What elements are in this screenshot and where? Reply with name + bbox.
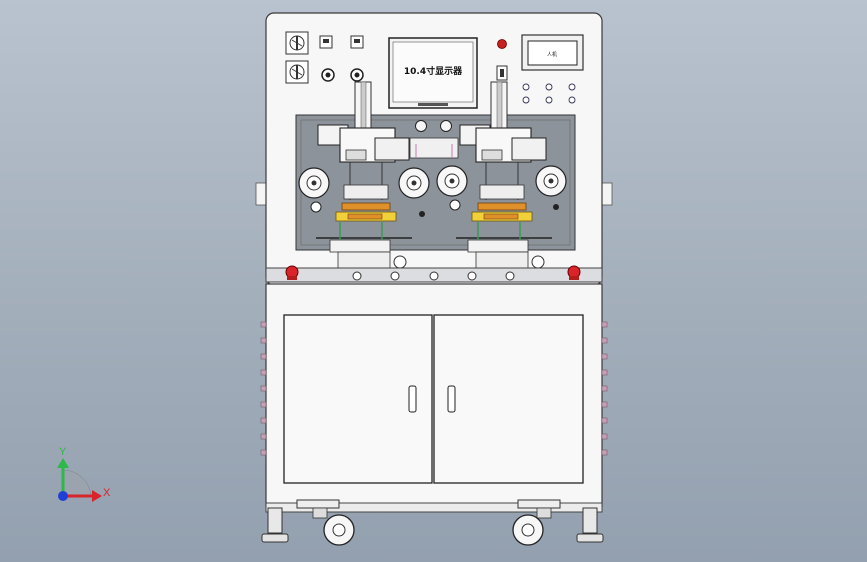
axis-triad-icon: Y X bbox=[57, 446, 111, 502]
work-station-right bbox=[456, 222, 552, 269]
work-station-left bbox=[316, 222, 412, 269]
leveling-foot-icon bbox=[261, 507, 289, 543]
leveling-foot-icon bbox=[576, 507, 604, 543]
base-frame bbox=[265, 502, 603, 513]
indicator-lamp-icon bbox=[497, 39, 507, 49]
center-gauges bbox=[409, 120, 459, 159]
left-press-head bbox=[317, 124, 410, 200]
vertical-cylinders bbox=[354, 81, 508, 131]
control-panel: 10.4寸显示器 人机 bbox=[285, 31, 584, 109]
door-handle-icon[interactable] bbox=[408, 385, 417, 413]
axis-y-label: Y bbox=[59, 446, 67, 458]
hmi-touch-panel[interactable]: 人机 bbox=[521, 34, 584, 71]
key-switch-icon[interactable] bbox=[496, 65, 508, 81]
selector-switch-icon[interactable] bbox=[285, 31, 309, 55]
hmi-label: 人机 bbox=[547, 51, 557, 58]
pressure-regulator-wheel[interactable] bbox=[298, 167, 330, 199]
right-press-head bbox=[459, 124, 547, 200]
emergency-stop-icon[interactable] bbox=[567, 265, 581, 280]
side-hinges bbox=[260, 321, 608, 456]
cabinet-door-right[interactable] bbox=[433, 314, 584, 484]
display-monitor[interactable]: 10.4寸显示器 bbox=[388, 37, 478, 109]
power-indicator-icon[interactable] bbox=[319, 35, 364, 49]
selector-switch-icon[interactable] bbox=[285, 60, 309, 84]
button-grid[interactable] bbox=[522, 83, 576, 104]
caster-wheel-icon bbox=[512, 499, 561, 546]
pressure-regulator-wheel[interactable] bbox=[535, 165, 567, 197]
door-handle-icon[interactable] bbox=[447, 385, 456, 413]
emergency-stop-icon[interactable] bbox=[285, 265, 299, 280]
push-button-icon[interactable] bbox=[321, 68, 364, 82]
cabinet-door-left[interactable] bbox=[283, 314, 433, 484]
axis-x-label: X bbox=[103, 487, 111, 499]
worktable bbox=[265, 267, 603, 283]
small-dial-icon bbox=[310, 199, 559, 217]
heater-block-right bbox=[471, 202, 533, 222]
pressure-regulator-wheel[interactable] bbox=[436, 165, 468, 197]
pressure-regulator-wheel[interactable] bbox=[398, 167, 430, 199]
heater-block-left bbox=[335, 202, 397, 222]
caster-wheel-icon bbox=[296, 499, 355, 546]
display-monitor-label: 10.4寸显示器 bbox=[404, 65, 463, 77]
